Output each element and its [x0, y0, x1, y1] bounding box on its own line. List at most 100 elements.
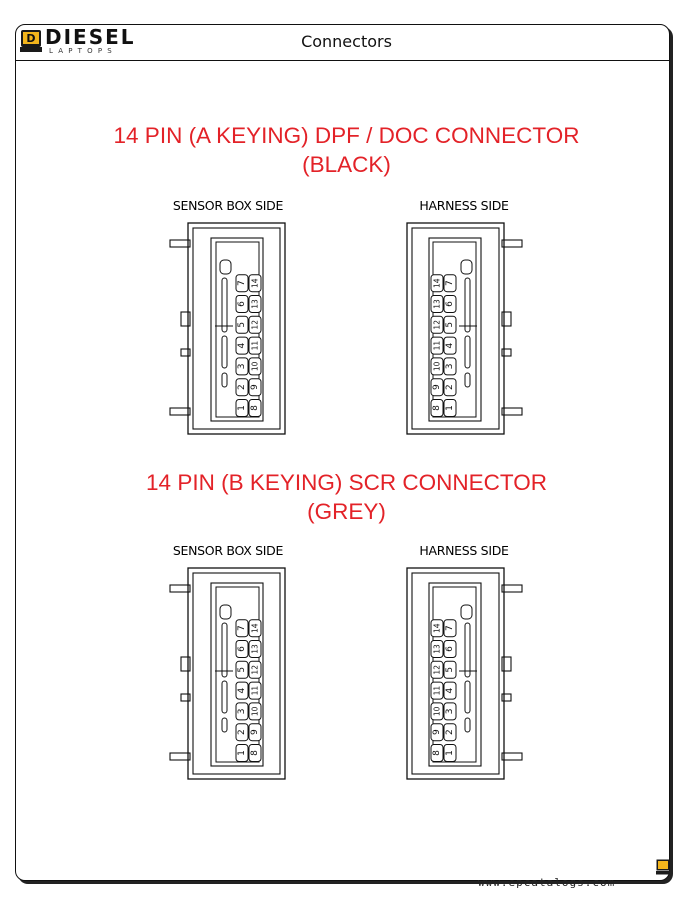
- pin-number: 8: [250, 750, 260, 756]
- connector-shroud: [210, 582, 264, 767]
- pin-number: 10: [251, 706, 260, 716]
- pin-number: 1: [445, 750, 455, 756]
- section-1-right-label: HARNESS SIDE: [419, 198, 509, 213]
- pin-cell: [443, 723, 457, 742]
- pin-number: 14: [251, 278, 260, 288]
- pin-number: 7: [237, 625, 247, 631]
- pin-number: 6: [237, 646, 247, 652]
- connector-housing: [187, 567, 286, 780]
- pin-number: 3: [237, 364, 247, 370]
- pin-cell: [235, 744, 249, 762]
- pin-cell: [430, 399, 444, 417]
- connector-frame: [192, 572, 281, 775]
- pin-number: 14: [433, 278, 442, 288]
- keying-slot: [464, 717, 471, 733]
- pin-number: 4: [237, 342, 247, 348]
- connector-shroud: [428, 237, 482, 422]
- pin-number: 8: [250, 405, 260, 411]
- pin-number: 10: [251, 361, 260, 371]
- pin-cell: [443, 681, 457, 700]
- pin-cell: [248, 399, 262, 417]
- pin-cell: [430, 702, 444, 721]
- keying-slot: [221, 717, 228, 733]
- pin-cell: [248, 295, 262, 313]
- pin-cell: [235, 660, 249, 679]
- keying-bump: [219, 604, 232, 620]
- connector-latch-tab: [169, 239, 191, 248]
- pin-cell: [235, 619, 249, 638]
- keying-bump: [460, 259, 473, 275]
- pin-cell: [430, 660, 444, 679]
- connector-latch-tab: [501, 407, 523, 416]
- footer-watermark-url: www.epcatalogs.com: [478, 876, 616, 889]
- connector-latch-tab: [501, 311, 512, 327]
- keying-slot: [464, 680, 471, 714]
- keying-slot: [221, 277, 228, 333]
- pin-number: 1: [237, 750, 247, 756]
- pin-cell: [248, 315, 262, 334]
- pin-cell: [443, 744, 457, 762]
- pin-number: 2: [237, 384, 247, 390]
- pin-cell: [235, 702, 249, 721]
- connector-latch-tab: [501, 752, 523, 761]
- pin-cell: [430, 336, 444, 355]
- pin-number: 1: [445, 405, 455, 411]
- pin-number: 9: [250, 384, 260, 390]
- pin-number: 8: [432, 750, 442, 756]
- pin-number: 5: [237, 667, 247, 673]
- pin-cell: [235, 336, 249, 355]
- connector-latch-tab: [180, 311, 191, 327]
- pin-cell: [248, 744, 262, 762]
- pin-number: 10: [433, 706, 442, 716]
- pin-number: 7: [445, 280, 455, 286]
- document-page: [15, 24, 670, 881]
- pin-number: 12: [433, 665, 442, 675]
- pin-cell: [235, 378, 249, 397]
- section-1-left-label: SENSOR BOX SIDE: [172, 198, 284, 213]
- connector-shroud: [428, 582, 482, 767]
- pin-cell: [248, 336, 262, 355]
- keying-slot: [221, 680, 228, 714]
- logo-badge-icon: D: [20, 30, 42, 52]
- pin-number: 5: [445, 322, 455, 328]
- pin-cell: [443, 315, 457, 334]
- connector-latch-tab: [180, 656, 191, 672]
- connector-frame: [411, 572, 500, 775]
- pin-number: 5: [237, 322, 247, 328]
- pin-number: 6: [445, 646, 455, 652]
- section-1-title: 14 PIN (A KEYING) DPF / DOC CONNECTOR: [113, 123, 580, 148]
- pin-cell: [248, 723, 262, 742]
- connector-latch-tab: [169, 584, 191, 593]
- pin-cell: [235, 681, 249, 700]
- pin-number: 6: [445, 301, 455, 307]
- pin-number: 11: [251, 686, 260, 696]
- pin-cell: [235, 399, 249, 417]
- pin-number: 10: [433, 361, 442, 371]
- section-2-right-label: HARNESS SIDE: [419, 543, 509, 558]
- pin-number: 12: [433, 320, 442, 330]
- pin-cell: [248, 702, 262, 721]
- section-2-title: 14 PIN (B KEYING) SCR CONNECTOR: [146, 470, 547, 495]
- pin-cell: [443, 357, 457, 376]
- connector-latch-tab: [501, 693, 512, 702]
- pin-number: 7: [237, 280, 247, 286]
- logo-wordmark: DIESEL: [45, 25, 136, 49]
- pin-cell: [248, 681, 262, 700]
- pin-number: 2: [445, 729, 455, 735]
- pin-cell: [430, 274, 444, 293]
- page-title: Connectors: [301, 32, 392, 51]
- pin-number: 2: [445, 384, 455, 390]
- svg-text:D: D: [26, 32, 35, 45]
- keying-slot: [221, 335, 228, 369]
- pin-cell: [235, 640, 249, 658]
- section-2-left-label: SENSOR BOX SIDE: [172, 543, 284, 558]
- connector-latch-tab: [501, 656, 512, 672]
- connector-latch-tab: [180, 693, 191, 702]
- pin-cell: [235, 315, 249, 334]
- pin-number: 9: [432, 384, 442, 390]
- keying-slot: [464, 277, 471, 333]
- pin-cell: [430, 681, 444, 700]
